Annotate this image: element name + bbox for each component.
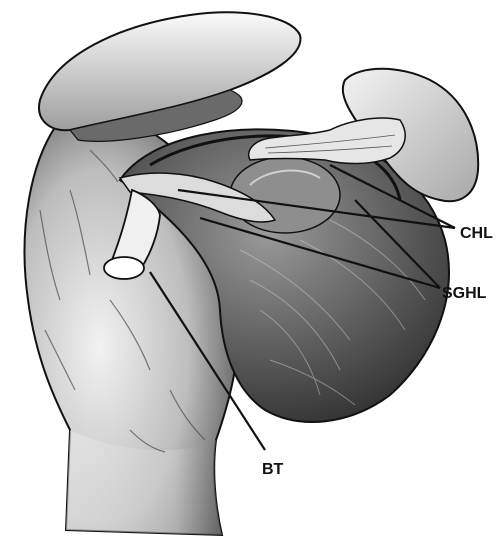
label-chl: CHL bbox=[460, 225, 493, 242]
coracohumeral-ligament bbox=[249, 118, 406, 163]
label-bt: BT bbox=[262, 461, 284, 478]
label-sghl: SGHL bbox=[442, 285, 487, 302]
biceps-tendon-cut-end bbox=[104, 257, 144, 279]
